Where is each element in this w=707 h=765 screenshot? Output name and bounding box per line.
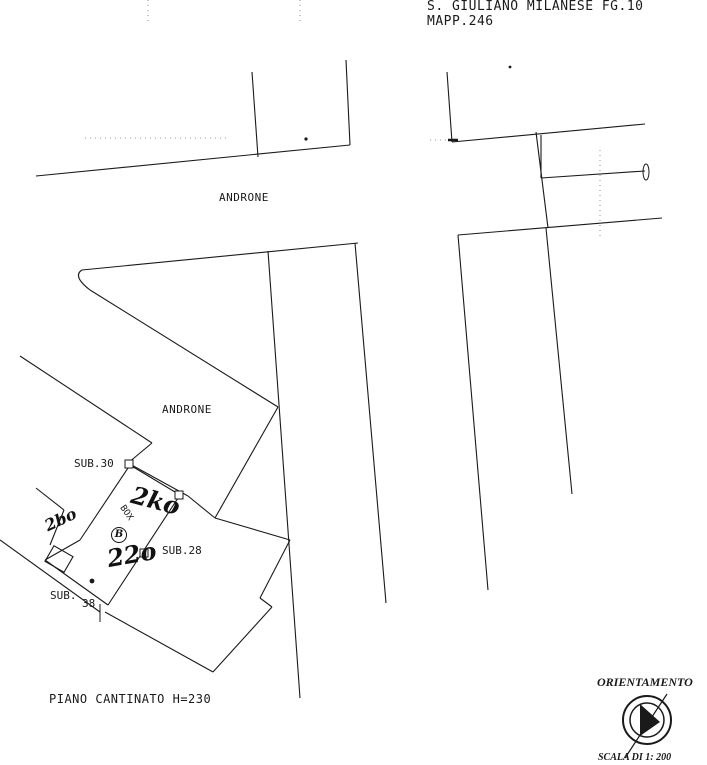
column-markers [124, 459, 184, 558]
dot-marks [89, 65, 512, 584]
handwritten-circle-mark: B [111, 527, 127, 543]
dotted-marks [85, 0, 601, 240]
arrow-mark [642, 163, 650, 181]
wall-lines [0, 59, 663, 699]
label-sub-28: SUB.28 [162, 544, 202, 557]
label-androne-mid: ANDRONE [162, 403, 212, 416]
label-sub-38-prefix: SUB. [50, 589, 77, 602]
label-sub-30: SUB.30 [74, 457, 114, 470]
label-androne-top: ANDRONE [219, 191, 269, 204]
orientation-title: ORIENTAMENTO [597, 675, 693, 689]
scale-caption: SCALA DI 1: 200 [598, 752, 672, 763]
location-header: S. GIULIANO MILANESE FG.10 MAPP.246 [427, 0, 644, 29]
compass-icon [622, 693, 672, 759]
label-sub-38-number: 38 [82, 597, 96, 610]
floor-caption: PIANO CANTINATO H=230 [49, 692, 212, 706]
